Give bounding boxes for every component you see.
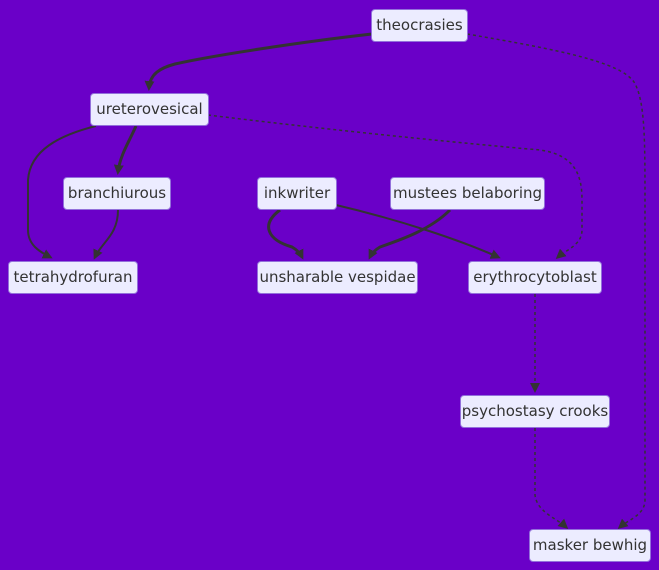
node-theocrasies[interactable]: theocrasies <box>371 9 468 42</box>
node-label: inkwriter <box>263 184 331 202</box>
node-label: psychostasy crooks <box>461 402 609 420</box>
node-label: masker bewhig <box>532 536 648 554</box>
node-ureterovesical[interactable]: ureterovesical <box>90 93 209 126</box>
node-psychostasy-crooks[interactable]: psychostasy crooks <box>460 395 610 428</box>
edge-psychostasy-masker <box>534 428 569 530</box>
edge-ureterovesical-erythrocytoblast <box>207 114 583 259</box>
node-unsharable-vespidae[interactable]: unsharable vespidae <box>257 261 418 294</box>
node-label: mustees belaboring <box>392 184 543 202</box>
edge-inkwriter-unsharable <box>267 208 304 260</box>
node-branchiurous[interactable]: branchiurous <box>63 177 171 210</box>
node-label: branchiurous <box>67 184 167 202</box>
edge-inkwriter-erythrocytoblast <box>335 204 501 259</box>
node-label: tetrahydrofuran <box>13 268 133 286</box>
node-label: theocrasies <box>376 16 463 34</box>
node-inkwriter[interactable]: inkwriter <box>257 177 337 210</box>
edge-theocrasies-masker <box>466 33 646 529</box>
edge-theocrasies-ureterovesical <box>144 32 373 91</box>
edge-branchiurous-tetrahydrofuran <box>93 209 119 260</box>
node-masker-bewhig[interactable]: masker bewhig <box>529 529 651 562</box>
edge-ureterovesical-tetrahydrofuran <box>27 125 97 259</box>
edge-mustees-unsharable <box>368 208 452 260</box>
node-tetrahydrofuran[interactable]: tetrahydrofuran <box>8 261 138 294</box>
node-label: ureterovesical <box>96 100 203 118</box>
node-label: erythrocytoblast <box>473 268 597 286</box>
node-erythrocytoblast[interactable]: erythrocytoblast <box>468 261 602 294</box>
edge-ureterovesical-branchiurous <box>113 125 138 175</box>
node-mustees-belaboring[interactable]: mustees belaboring <box>390 177 545 210</box>
node-label: unsharable vespidae <box>259 268 416 286</box>
